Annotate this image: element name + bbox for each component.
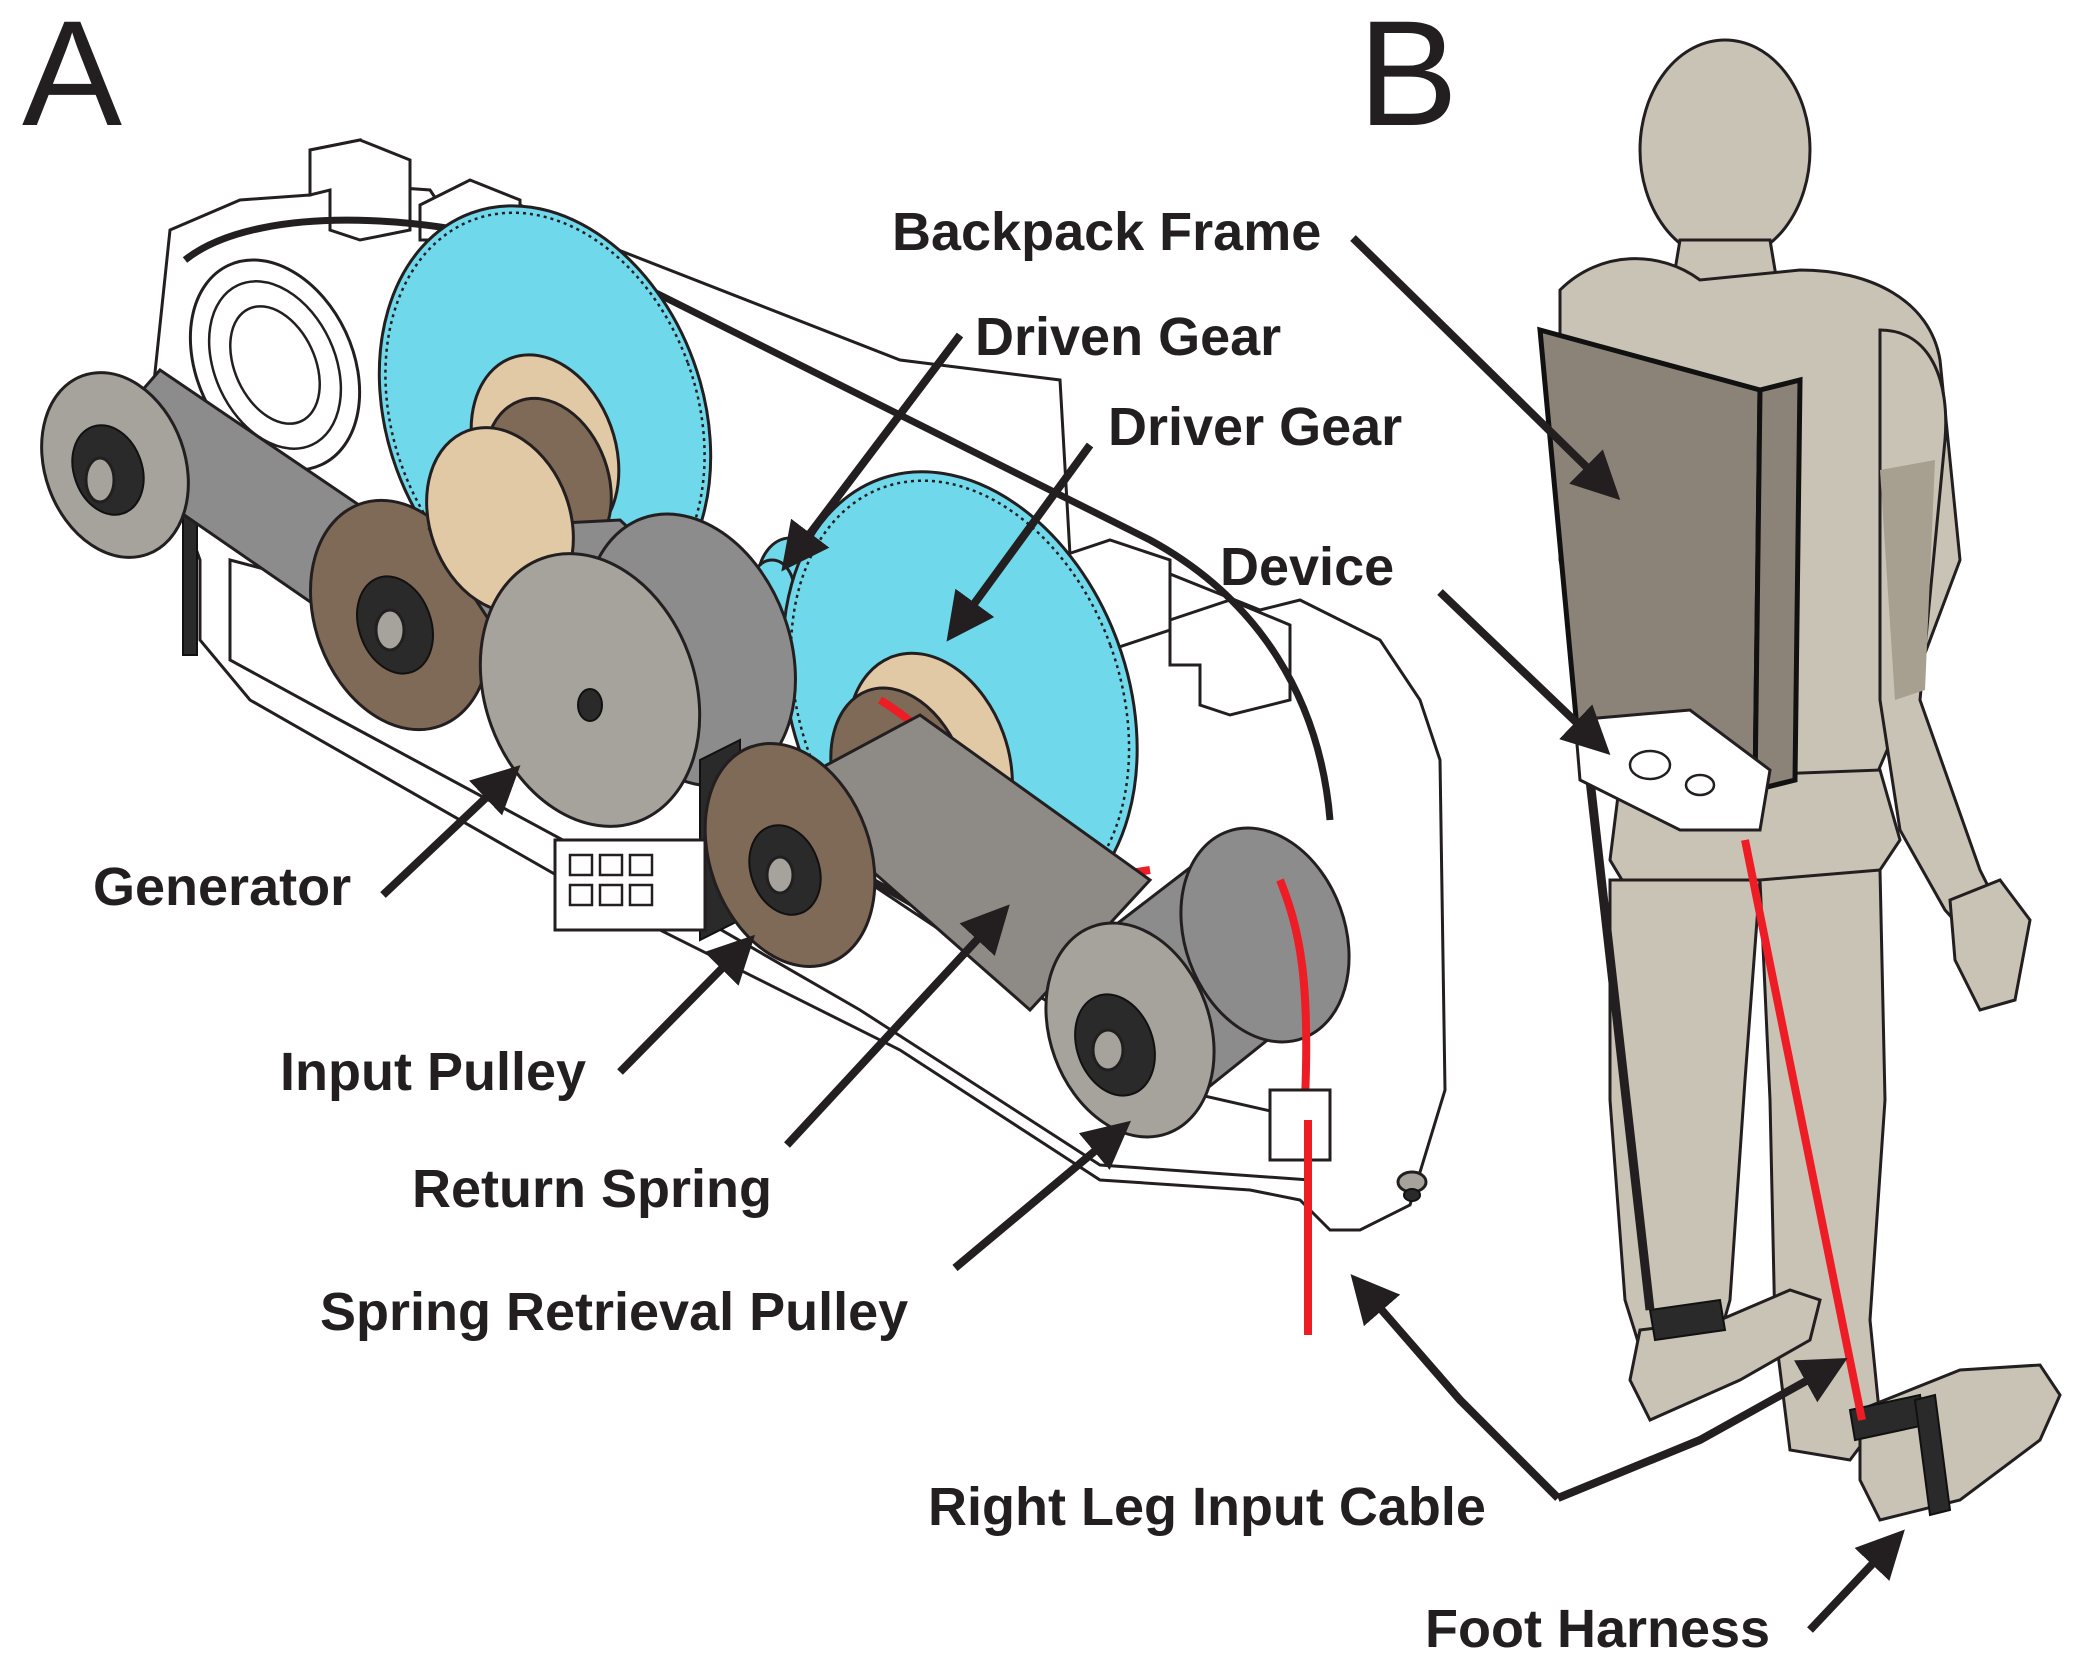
panel-label-b: B xyxy=(1358,0,1458,157)
arrow-device xyxy=(1437,589,1611,755)
mannequin-foot-left xyxy=(1628,1288,1822,1422)
device-on-backpack xyxy=(1573,708,1772,832)
callout-arrows xyxy=(380,235,1905,1633)
mounting-bolt xyxy=(1396,1170,1428,1202)
label-spring-retrieval-pulley: Spring Retrieval Pulley xyxy=(320,1282,908,1342)
label-foot-harness: Foot Harness xyxy=(1425,1599,1770,1659)
label-driver-gear: Driver Gear xyxy=(1108,397,1402,457)
arrow-driver-gear xyxy=(946,442,1094,642)
arrow-right-leg-cable-b xyxy=(1556,1358,1848,1502)
arrow-return-spring xyxy=(784,904,1010,1148)
panel-label-a: A xyxy=(22,0,122,157)
arrow-driven-gear xyxy=(781,332,964,572)
label-return-spring: Return Spring xyxy=(412,1159,772,1219)
mannequin-head xyxy=(1638,38,1812,262)
label-device: Device xyxy=(1220,537,1394,597)
label-backpack-frame: Backpack Frame xyxy=(892,202,1321,262)
label-input-pulley: Input Pulley xyxy=(280,1042,586,1102)
backpack-frame-side xyxy=(1752,376,1803,794)
cable-guide xyxy=(1268,1088,1332,1162)
mannequin xyxy=(1537,38,2062,1522)
arrow-spring-retrieval-pulley xyxy=(952,1120,1132,1272)
left-leg-cable xyxy=(1585,779,1655,1311)
arrow-generator xyxy=(380,765,521,898)
label-driven-gear: Driven Gear xyxy=(975,307,1281,367)
mannequin-hand-right xyxy=(1948,878,2032,1012)
mannequin-foot-right xyxy=(1858,1363,2062,1522)
callout-labels: Backpack Frame Driven Gear Driver Gear D… xyxy=(93,202,1770,1659)
return-spring xyxy=(703,713,1153,1013)
mount-bracket-left xyxy=(308,138,412,242)
spring-retrieval-pulley xyxy=(1044,826,1351,1139)
device-mechanism xyxy=(40,138,1447,1335)
label-right-leg-input-cable: Right Leg Input Cable xyxy=(928,1477,1486,1537)
label-generator: Generator xyxy=(93,857,351,917)
arrow-right-leg-cable-a xyxy=(1350,1274,1561,1501)
right-leg-input-cable xyxy=(1741,839,1866,1421)
arrow-backpack-frame xyxy=(1350,235,1621,501)
arrow-foot-harness xyxy=(1807,1529,1905,1633)
foot-harness-strap-left xyxy=(1648,1298,1727,1342)
arrow-input-pulley xyxy=(617,934,756,1075)
